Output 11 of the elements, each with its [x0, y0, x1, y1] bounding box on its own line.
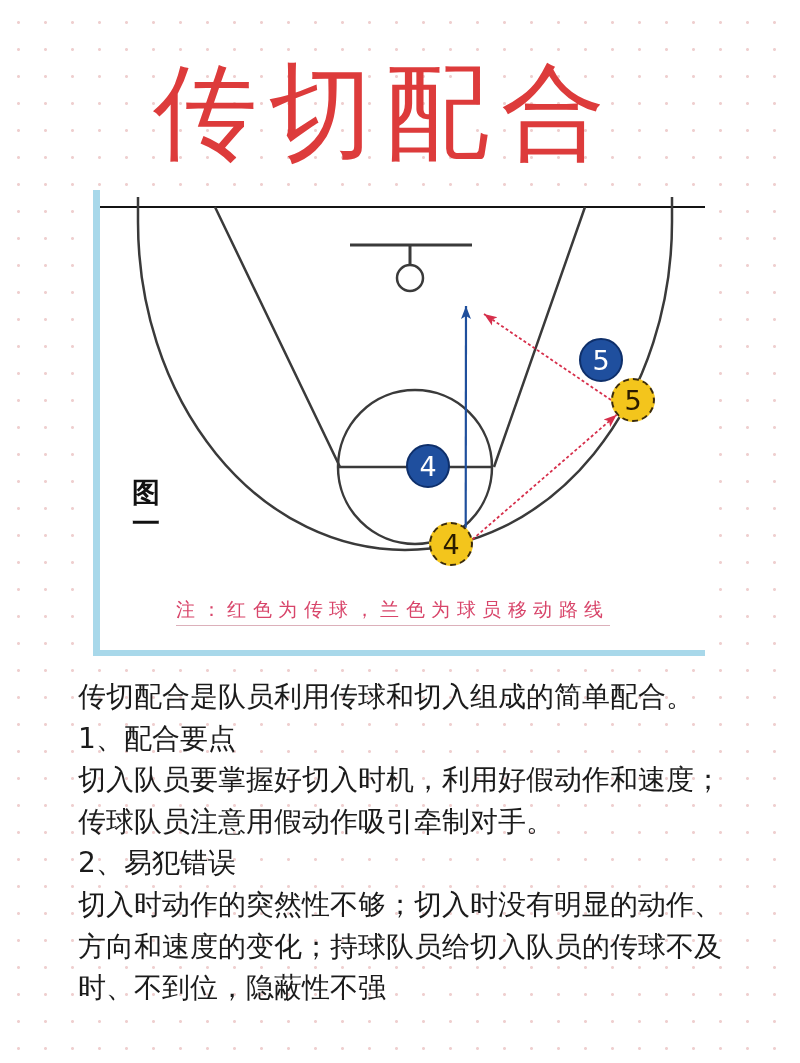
title: 传切配合	[152, 50, 618, 174]
body-text: 切入时动作的突然性不够；切入时没有明显的动作、方向和速度的变化；持球队员给切入队员的传球不及时、不到位，隐蔽性不强	[78, 886, 723, 1007]
body-text: 切入队员要掌握好切入时机，利用好假动作和速度；传球队员注意用假动作吸引牵制对手。	[78, 762, 723, 840]
figure-label: 图一	[132, 478, 160, 540]
pass-arrow	[483, 313, 612, 401]
legend-note: 注：红色为传球，兰色为球员移动路线	[176, 597, 610, 626]
body-text: 传切配合是队员利用传球和切入组成的简单配合。	[78, 679, 695, 715]
pass-arrow	[471, 413, 618, 541]
section-heading: 2、易犯错误	[78, 845, 237, 882]
section-heading: 1、配合要点	[78, 720, 237, 757]
movement-arrow	[461, 306, 471, 528]
